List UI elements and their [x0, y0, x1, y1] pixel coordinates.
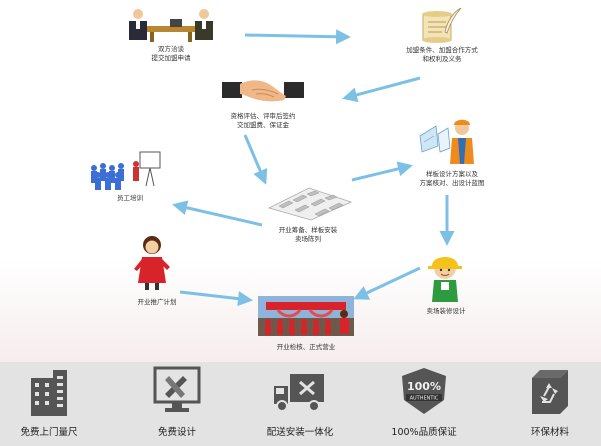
- step-prepare: 开业筹备、样板安装 卖场陈列: [278, 226, 338, 243]
- step-training: 员工培训: [117, 194, 143, 202]
- decoration-worker-figure: [428, 257, 462, 302]
- arrow-decoration-to-opening: [353, 266, 421, 300]
- badge-ribbon-text: AUTHENTIC: [410, 396, 439, 402]
- feature-free-design: 免费设计: [122, 362, 232, 446]
- designer-figure: [419, 119, 474, 164]
- feature-label: 环保材料: [530, 427, 569, 438]
- arrow-promotion-to-opening: [179, 290, 253, 307]
- handshake-figure: [222, 80, 304, 102]
- step-review: 资格评估、评审后签约 交加盟费、保证金: [230, 112, 296, 129]
- quality-badge-icon: 100% AUTHENTIC: [402, 368, 446, 414]
- negotiation-figure: [129, 9, 213, 42]
- step-opening: 开业检核、正式营业: [276, 343, 336, 351]
- feature-bar: 免费上门量尺 免费设计 配送安装一体化 100% AUTHENTIC: [0, 362, 601, 446]
- delivery-truck-icon: [274, 374, 324, 412]
- arrow-prepare-to-training: [172, 200, 263, 227]
- feature-delivery-install: 配送安装一体化: [245, 362, 355, 446]
- store-layout-figure: [267, 187, 353, 221]
- arrow-review-to-prepare: [243, 134, 268, 185]
- step-terms: 加盟条件、加盟合作方式 和权利及义务: [406, 46, 478, 63]
- feature-eco-material: 环保材料: [495, 362, 601, 446]
- arrow-apply-to-terms: [244, 29, 351, 45]
- feature-quality: 100% AUTHENTIC 100%品质保证: [369, 362, 479, 446]
- design-tools-icon: [153, 366, 201, 412]
- promoter-figure: [134, 236, 170, 290]
- step-decoration: 卖场装修设计: [426, 307, 466, 315]
- step-design: 样板设计方案以及 方案核对、出设计蓝图: [419, 170, 485, 187]
- feature-label: 配送安装一体化: [266, 427, 334, 438]
- feature-label: 免费上门量尺: [20, 427, 78, 438]
- feature-label: 100%品质保证: [391, 427, 457, 438]
- flowchart-arrows: [172, 29, 455, 307]
- arrow-terms-to-review: [342, 76, 421, 103]
- training-figure: [91, 151, 161, 190]
- step-apply: 双方洽谈 提交加盟申请: [151, 45, 191, 62]
- step-promotion: 开业推广计划: [137, 298, 177, 306]
- flowchart-area: 双方洽谈 提交加盟申请 加盟条件、加盟合作方式 和权利及义务 资格评估、评审后签…: [0, 0, 601, 362]
- building-icon: [31, 370, 67, 416]
- feature-free-measure: 免费上门量尺: [0, 362, 104, 446]
- badge-text: 100%: [407, 380, 441, 393]
- store-opening-figure: [258, 296, 354, 336]
- recycle-icon: [532, 370, 568, 414]
- arrow-prepare-to-design: [351, 161, 413, 182]
- feature-label: 免费设计: [157, 427, 196, 438]
- contract-scroll-figure: [422, 7, 462, 43]
